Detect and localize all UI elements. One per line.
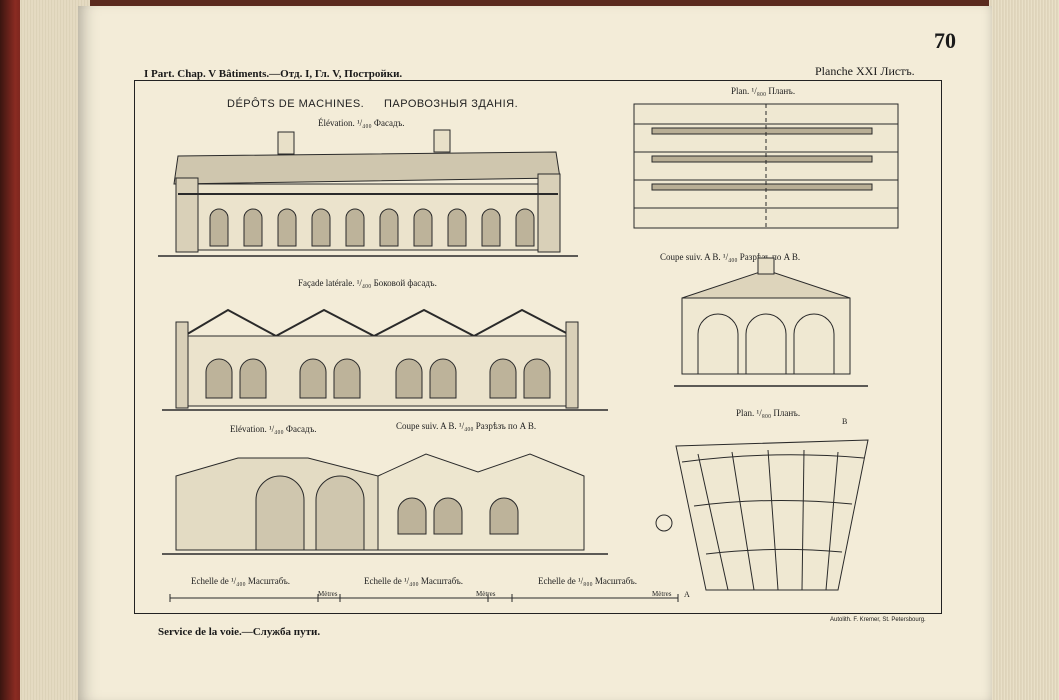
mark-a: A — [684, 590, 690, 599]
drawing-elevation-long — [158, 129, 578, 257]
label-plan-1: Plan. ¹/₈₀₀ Планъ. — [731, 86, 796, 96]
plate-title-fr: DÉPÔTS DE MACHINES. — [227, 98, 365, 110]
drawing-cross-section — [674, 257, 868, 387]
page-number: 70 — [934, 28, 956, 53]
scale-unit-2: Mètres — [476, 590, 496, 598]
label-coupe-ab-1: Coupe suiv. A B. ¹/₄₀₀ Разрѣзъ по A B. — [660, 252, 801, 262]
right-page-edges — [989, 0, 1059, 700]
plate-title-ru: ПАРОВОЗНЫЯ ЗДАНІЯ. — [384, 98, 519, 110]
scale-label-2: Echelle de ¹/₄₀₀ Масштабъ. — [364, 576, 464, 586]
scale-label-1: Echelle de ¹/₄₀₀ Масштабъ. — [191, 576, 291, 586]
scale-label-3: Echelle de ¹/₈₀₀ Масштабъ. — [538, 576, 638, 586]
label-elevation-2: Elévation. ¹/₄₀₀ Фасадъ. — [230, 424, 317, 434]
header-left: I Part. Chap. V Bâtiments.—Отд. I, Гл. V… — [144, 68, 403, 80]
scale-unit-3: Mètres — [652, 590, 672, 598]
plate-frame — [134, 80, 942, 614]
book-page: 70 I Part. Chap. V Bâtiments.—Отд. I, Гл… — [78, 6, 992, 700]
header-right: Planche XXI Листъ. — [815, 64, 915, 78]
label-plan-2: Plan. ¹/₈₀₀ Планъ. — [736, 408, 801, 418]
drawing-plan-rectangular — [633, 103, 899, 229]
label-coupe-ab-2: Coupe suiv. A B. ¹/₄₀₀ Разрѣзъ по A B. — [396, 421, 537, 431]
footer-service: Service de la voie.—Служба пути. — [158, 626, 321, 638]
drawing-facade-lateral — [162, 308, 608, 411]
drawing-plan-roundhouse — [655, 439, 869, 591]
mark-b: B — [842, 417, 848, 426]
label-facade-laterale: Façade latérale. ¹/₄₀₀ Боковой фасадъ. — [298, 278, 437, 288]
drawing-elevation-section — [162, 453, 608, 555]
scale-unit-1: Mètres — [318, 590, 338, 598]
plate-drawings — [158, 103, 899, 602]
label-elevation-1: Élévation. ¹/₄₀₀ Фасадъ. — [318, 118, 405, 128]
scale-bars — [169, 594, 679, 602]
footer-publisher: Autolith. F. Kremer, St. Petersbourg. — [830, 617, 926, 623]
